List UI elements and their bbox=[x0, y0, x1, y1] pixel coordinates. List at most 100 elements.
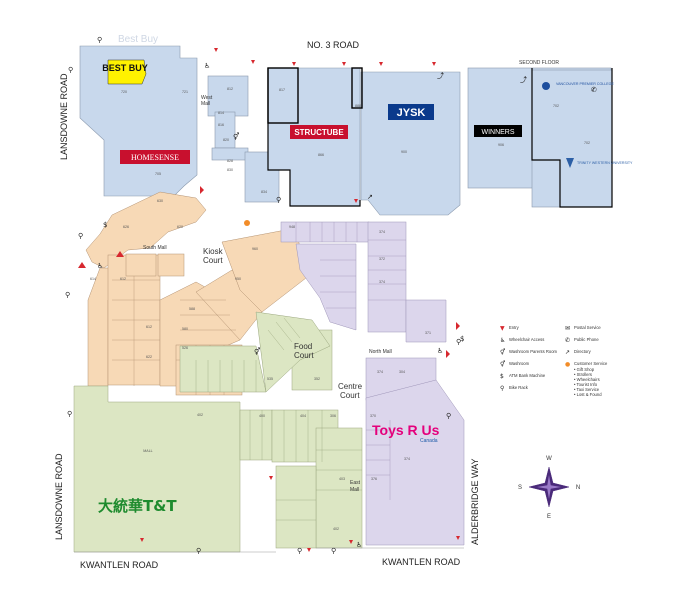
south-unit-dividers bbox=[195, 317, 362, 521]
unit-number-label: 402 bbox=[197, 413, 203, 417]
unit-number-label: 404 bbox=[300, 414, 306, 418]
bike-icon: ⚲ bbox=[500, 385, 504, 392]
centre-court-line1: Centre bbox=[338, 382, 363, 391]
east-mall-line2: Mall bbox=[350, 487, 359, 493]
food-court-line1: Food bbox=[294, 342, 312, 351]
unit-number-label: 960 bbox=[252, 247, 258, 251]
washroom-icon: ⚥ bbox=[500, 360, 505, 368]
toysrus-sub-text: Canada bbox=[420, 438, 438, 444]
best-buy-logo-text: BEST BUY bbox=[102, 63, 148, 73]
kiosk-court-label: Kiosk Court bbox=[203, 247, 224, 265]
bike-rack-icon: ⚲ bbox=[456, 338, 461, 346]
directory-icon: ↗ bbox=[367, 193, 373, 201]
legend-sublabel: • Wheelchairs bbox=[574, 377, 600, 382]
washroom-icon: ⚥ bbox=[254, 347, 260, 356]
legend-label: Entry bbox=[509, 325, 520, 330]
unit-number-label: 834 bbox=[261, 190, 267, 194]
wheelchair-icon: ♿ bbox=[356, 541, 362, 549]
unit-number-label: 612 bbox=[146, 325, 152, 329]
wheelchair-icon: ♿ bbox=[437, 347, 443, 355]
bike-rack-icon: ⚲ bbox=[297, 547, 302, 555]
homesense-logo-text: HOMESENSE bbox=[131, 153, 179, 162]
wheelchair-icon: ♿ bbox=[500, 337, 505, 344]
entry-markers bbox=[78, 48, 460, 552]
road-lansdowne-lower-label: LANSDOWNE ROAD bbox=[54, 453, 64, 540]
unit-number-label: 352 bbox=[314, 377, 320, 381]
unit-number-label: 374 bbox=[379, 230, 385, 234]
customer-service-icon: ● bbox=[565, 361, 570, 368]
toysrus-logo-text: Toys R Us bbox=[372, 422, 440, 438]
structube-logo: STRUCTUBE bbox=[290, 125, 348, 139]
central-west-column bbox=[125, 253, 185, 277]
unit-number-label: 580 bbox=[182, 327, 188, 331]
unit-number-label: 900 bbox=[401, 150, 407, 154]
bike-rack-icon: ⚲ bbox=[65, 291, 70, 299]
legend-label: Customer Service bbox=[574, 361, 608, 366]
wheelchair-icon: ♿ bbox=[204, 62, 210, 70]
compass-rose: W S N E bbox=[518, 456, 580, 520]
east-stores-zone bbox=[280, 221, 465, 546]
kiosk-court-line1: Kiosk bbox=[203, 247, 224, 256]
kiosk-court-line2: Court bbox=[203, 256, 223, 265]
twu-logo-text: TRINITY WESTERN UNIVERSITY bbox=[577, 161, 633, 165]
washroom-parents-icon: ⚥ bbox=[500, 348, 505, 356]
unit-number-label: 820 bbox=[223, 138, 229, 142]
bike-rack-icon: ⚲ bbox=[68, 66, 73, 74]
unit-number-label: 374 bbox=[379, 280, 385, 284]
legend-sublabel: • Gift Shop bbox=[574, 367, 595, 372]
vancouver-premier-college-logo: VANCOUVER PREMIER COLLEGE bbox=[542, 82, 614, 90]
toysrus-logo: Toys R Us Canada bbox=[372, 422, 440, 444]
atm-icon: $ bbox=[103, 221, 107, 229]
legend-sublabel: • Lost & Found bbox=[574, 392, 602, 397]
road-kwantlen-right-label: KWANTLEN ROAD bbox=[382, 557, 461, 567]
unit-number-label: 705 bbox=[155, 172, 161, 176]
unit-number-label: 630 bbox=[157, 199, 163, 203]
bike-rack-icon: ⚲ bbox=[97, 36, 102, 44]
unit-number-label: 614 bbox=[90, 277, 96, 281]
south-stores-zone bbox=[73, 311, 363, 553]
postal-icon: ✉ bbox=[565, 325, 570, 332]
road-kwantlen-left-label: KWANTLEN ROAD bbox=[80, 560, 159, 570]
vcc-logo-text: VANCOUVER PREMIER COLLEGE bbox=[556, 82, 614, 86]
unit-number-label: 812 bbox=[227, 87, 233, 91]
second-floor-outline bbox=[531, 68, 613, 208]
unit-number-label: 374 bbox=[377, 370, 383, 374]
unit-number-label: 888 bbox=[355, 104, 361, 108]
road-no3-label: NO. 3 ROAD bbox=[307, 40, 360, 50]
unit-number-label: 828 bbox=[227, 159, 233, 163]
unit-number-label: 948 bbox=[289, 225, 295, 229]
unit-number-label: 814 bbox=[218, 111, 224, 115]
jysk-logo: JYSK bbox=[388, 104, 434, 120]
legend-sublabel: • Strollers bbox=[574, 372, 592, 377]
legend-label: Public Phone bbox=[574, 337, 599, 342]
best-buy-logo: BEST BUY bbox=[102, 59, 148, 85]
atm-icon: $ bbox=[500, 373, 504, 380]
building-edge bbox=[74, 547, 464, 553]
bike-rack-icon: ⚲ bbox=[276, 196, 281, 204]
compass-west: W bbox=[546, 456, 552, 462]
legend-label: Bike Rack bbox=[509, 385, 529, 390]
winners-logo: WINNERS bbox=[474, 125, 522, 137]
legend-label: Wheelchair Access bbox=[509, 337, 544, 342]
compass-east: E bbox=[547, 514, 551, 520]
customer-service-icon bbox=[244, 220, 250, 226]
structube-logo-text: STRUCTUBE bbox=[294, 128, 344, 137]
escalator-icon: ⤴ bbox=[437, 71, 444, 80]
washroom-icon: ⚥ bbox=[233, 132, 239, 141]
food-court-label: Food Court bbox=[294, 342, 314, 360]
legend-sublabel: • Taxi Service bbox=[574, 387, 600, 392]
unit-number-label: 370 bbox=[370, 414, 376, 418]
homesense-logo: HOMESENSE bbox=[120, 150, 190, 164]
map-legend: ▼Entry♿Wheelchair Access⚥Washroom Parent… bbox=[500, 325, 608, 397]
centre-court-label: Centre Court bbox=[338, 382, 363, 400]
unit-number-label: 702 bbox=[584, 141, 590, 145]
unit-number-label: 374 bbox=[404, 457, 410, 461]
directory-icon: ↗ bbox=[565, 349, 570, 356]
food-court-line2: Court bbox=[294, 351, 314, 360]
unit-number-label: MALL bbox=[143, 449, 152, 453]
unit-number-label: 612 bbox=[120, 277, 126, 281]
centre-court-line2: Court bbox=[340, 391, 360, 400]
west-mall-line2: Mall bbox=[201, 101, 210, 107]
escalator-icon: ⤴ bbox=[520, 75, 527, 84]
